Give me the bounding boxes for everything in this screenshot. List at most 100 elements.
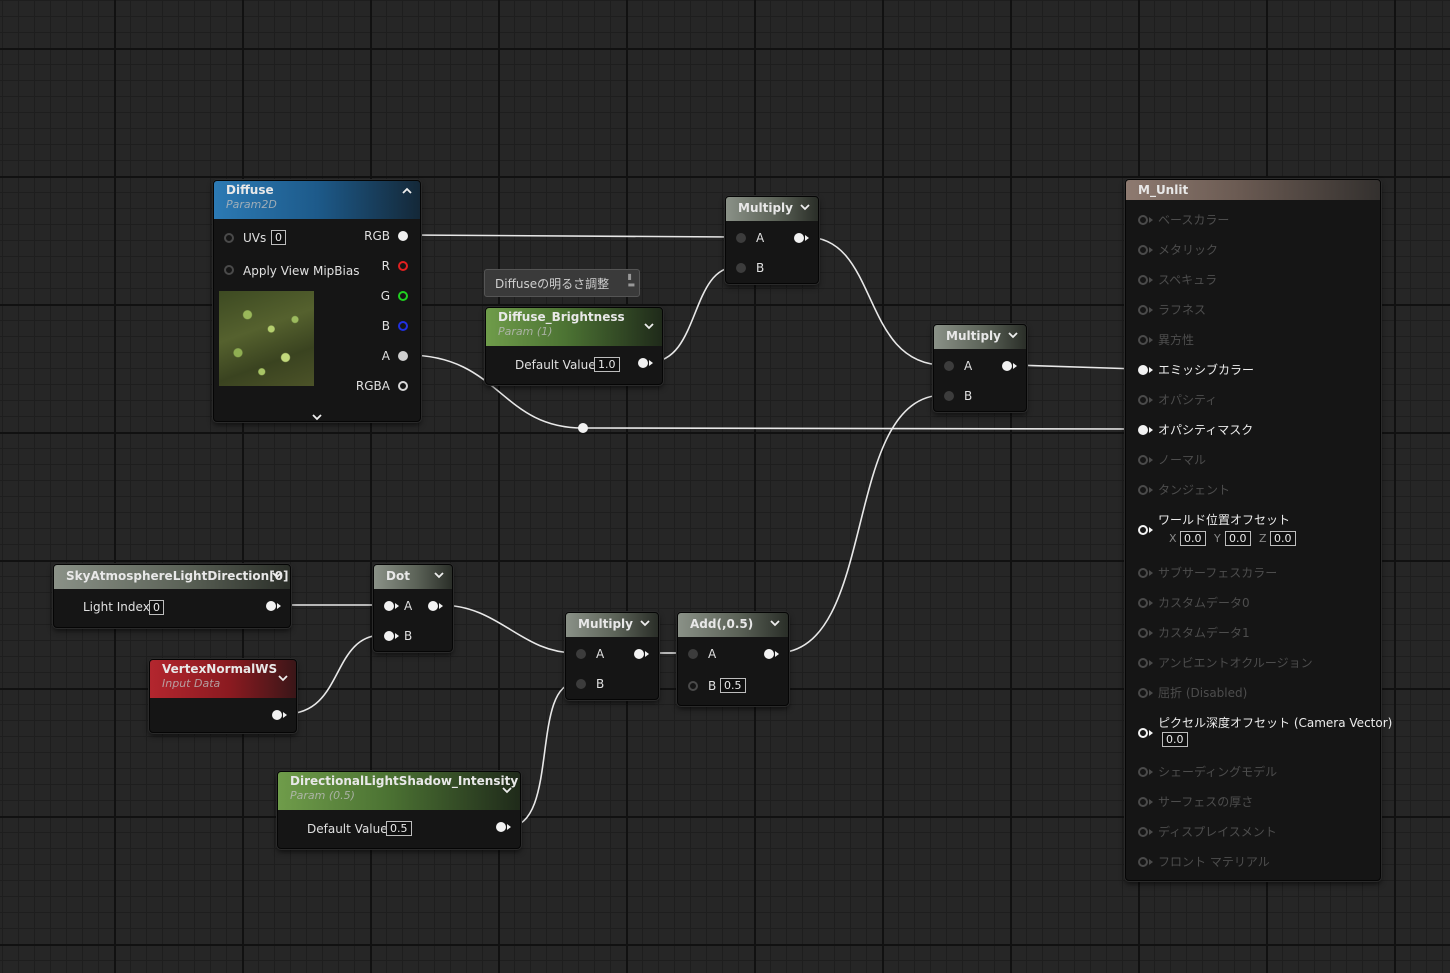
material-input-pin[interactable]	[1138, 658, 1148, 668]
a-input-pin[interactable]	[944, 361, 954, 371]
node-header[interactable]: Add(,0.5)	[678, 613, 788, 637]
b-output-pin[interactable]	[398, 321, 408, 331]
collapse-icon[interactable]	[644, 322, 654, 330]
result-output-pin[interactable]	[764, 649, 774, 659]
node-header[interactable]: SkyAtmosphereLightDirection[0]	[54, 565, 290, 589]
node-diffuse-header[interactable]: Diffuse Param2D	[214, 181, 420, 219]
result-output-pin[interactable]	[634, 649, 644, 659]
node-header[interactable]: VertexNormalWS Input Data	[150, 660, 296, 698]
pixel-depth-offset-field[interactable]: 0.0	[1162, 732, 1188, 747]
uvs-input-pin[interactable]	[224, 233, 234, 243]
result-output-pin[interactable]	[794, 233, 804, 243]
node-material-result[interactable]: M_Unlit ベースカラーメタリックスペキュララフネス異方性エミッシブカラーオ…	[1125, 179, 1392, 881]
a-input-pin[interactable]	[576, 649, 586, 659]
a-input-pin[interactable]	[384, 601, 394, 611]
normal-output-pin[interactable]	[272, 710, 282, 720]
mipbias-input-pin[interactable]	[224, 265, 234, 275]
node-header[interactable]: DirectionalLightShadow_Intensity Param (…	[278, 772, 520, 810]
material-input-pin[interactable]	[1138, 455, 1148, 465]
wpo-x-field[interactable]: 0.0	[1180, 531, 1206, 546]
material-input-pin[interactable]	[1138, 688, 1148, 698]
material-input-pin[interactable]	[1138, 425, 1148, 435]
material-input-pin[interactable]	[1138, 395, 1148, 405]
material-input-label: メタリック	[1158, 243, 1219, 257]
node-header[interactable]: Multiply	[726, 197, 818, 221]
b-input-pin[interactable]	[576, 679, 586, 689]
b-input-pin[interactable]	[736, 263, 746, 273]
a-input-pin[interactable]	[736, 233, 746, 243]
node-vertex-normal-ws[interactable]: VertexNormalWS Input Data	[149, 659, 297, 733]
material-input-pin[interactable]	[1138, 628, 1148, 638]
b-label: B	[964, 389, 973, 403]
result-output-pin[interactable]	[1002, 361, 1012, 371]
a-input-pin[interactable]	[688, 649, 698, 659]
node-diffuse-brightness[interactable]: Diffuse_Brightness Param (1) Default Val…	[485, 307, 663, 385]
rgb-output-pin[interactable]	[398, 231, 408, 241]
g-output-pin[interactable]	[398, 291, 408, 301]
node-title: SkyAtmosphereLightDirection[0]	[66, 569, 289, 583]
node-header[interactable]: Multiply	[934, 325, 1026, 349]
value-output-pin[interactable]	[638, 358, 648, 368]
b-input-pin[interactable]	[384, 631, 394, 641]
collapse-icon[interactable]	[278, 674, 288, 682]
node-header[interactable]: Multiply	[566, 613, 658, 637]
default-value-field[interactable]: 0.5	[386, 821, 412, 836]
default-value-field[interactable]: 1.0	[594, 357, 620, 372]
node-dot[interactable]: Dot A B	[373, 564, 453, 652]
uvs-label: UVs	[243, 231, 267, 245]
expand-icon[interactable]	[312, 406, 322, 425]
node-sky-atmosphere-light-direction[interactable]: SkyAtmosphereLightDirection[0] Light Ind…	[53, 564, 291, 628]
node-add[interactable]: Add(,0.5) A B 0.5	[677, 612, 789, 706]
material-input-label: サブサーフェスカラー	[1158, 566, 1278, 580]
material-input-pin[interactable]	[1138, 365, 1148, 375]
direction-output-pin[interactable]	[266, 601, 276, 611]
collapse-icon[interactable]	[502, 786, 512, 794]
b-value-field[interactable]: 0.5	[720, 678, 746, 693]
rgba-output-pin[interactable]	[398, 381, 408, 391]
material-input-label: サーフェスの厚さ	[1158, 795, 1254, 809]
node-multiply-right[interactable]: Multiply A B	[933, 324, 1027, 412]
wpo-y-field[interactable]: 0.0	[1225, 531, 1251, 546]
material-input-pin[interactable]	[1138, 857, 1148, 867]
b-input-pin[interactable]	[688, 681, 698, 691]
node-header[interactable]: Dot	[374, 565, 452, 589]
collapse-icon[interactable]	[800, 203, 810, 211]
value-output-pin[interactable]	[496, 822, 506, 832]
material-input-pin[interactable]	[1138, 305, 1148, 315]
collapse-icon[interactable]	[640, 619, 650, 627]
node-diffuse[interactable]: Diffuse Param2D UVs 0 Apply View MipBias…	[213, 180, 421, 422]
material-input-pin[interactable]	[1138, 728, 1148, 738]
r-output-pin[interactable]	[398, 261, 408, 271]
material-input-pin[interactable]	[1138, 215, 1148, 225]
material-input-pin[interactable]	[1138, 485, 1148, 495]
node-title: VertexNormalWS	[162, 662, 278, 676]
collapse-icon[interactable]	[402, 187, 412, 195]
result-output-pin[interactable]	[428, 601, 438, 611]
material-input-label: ディスプレイスメント	[1158, 825, 1277, 839]
material-input-pin[interactable]	[1138, 598, 1148, 608]
node-header[interactable]: Diffuse_Brightness Param (1)	[486, 308, 662, 346]
collapse-icon[interactable]	[1008, 331, 1018, 339]
material-input-pin[interactable]	[1138, 767, 1148, 777]
material-input-pin[interactable]	[1138, 245, 1148, 255]
collapse-icon[interactable]	[434, 571, 444, 579]
material-input-pin[interactable]	[1138, 827, 1148, 837]
comment-bubble[interactable]: Diffuseの明るさ調整 ▮▬	[484, 269, 640, 297]
b-input-pin[interactable]	[944, 391, 954, 401]
node-multiply-top[interactable]: Multiply A B	[725, 196, 819, 284]
material-input-pin[interactable]	[1138, 568, 1148, 578]
collapse-icon[interactable]	[272, 571, 282, 579]
node-multiply-bottom[interactable]: Multiply A B	[565, 612, 659, 700]
pin-icon[interactable]: ▮▬	[627, 272, 635, 289]
node-header[interactable]: M_Unlit	[1126, 180, 1380, 200]
node-directional-light-shadow-intensity[interactable]: DirectionalLightShadow_Intensity Param (…	[277, 771, 521, 849]
material-input-pin[interactable]	[1138, 797, 1148, 807]
material-input-pin[interactable]	[1138, 335, 1148, 345]
material-input-pin[interactable]	[1138, 525, 1148, 535]
material-input-pin[interactable]	[1138, 275, 1148, 285]
light-index-field[interactable]: 0	[149, 600, 164, 615]
wpo-z-field[interactable]: 0.0	[1270, 531, 1296, 546]
a-output-pin[interactable]	[398, 351, 408, 361]
collapse-icon[interactable]	[770, 619, 780, 627]
uvs-value[interactable]: 0	[271, 230, 286, 245]
